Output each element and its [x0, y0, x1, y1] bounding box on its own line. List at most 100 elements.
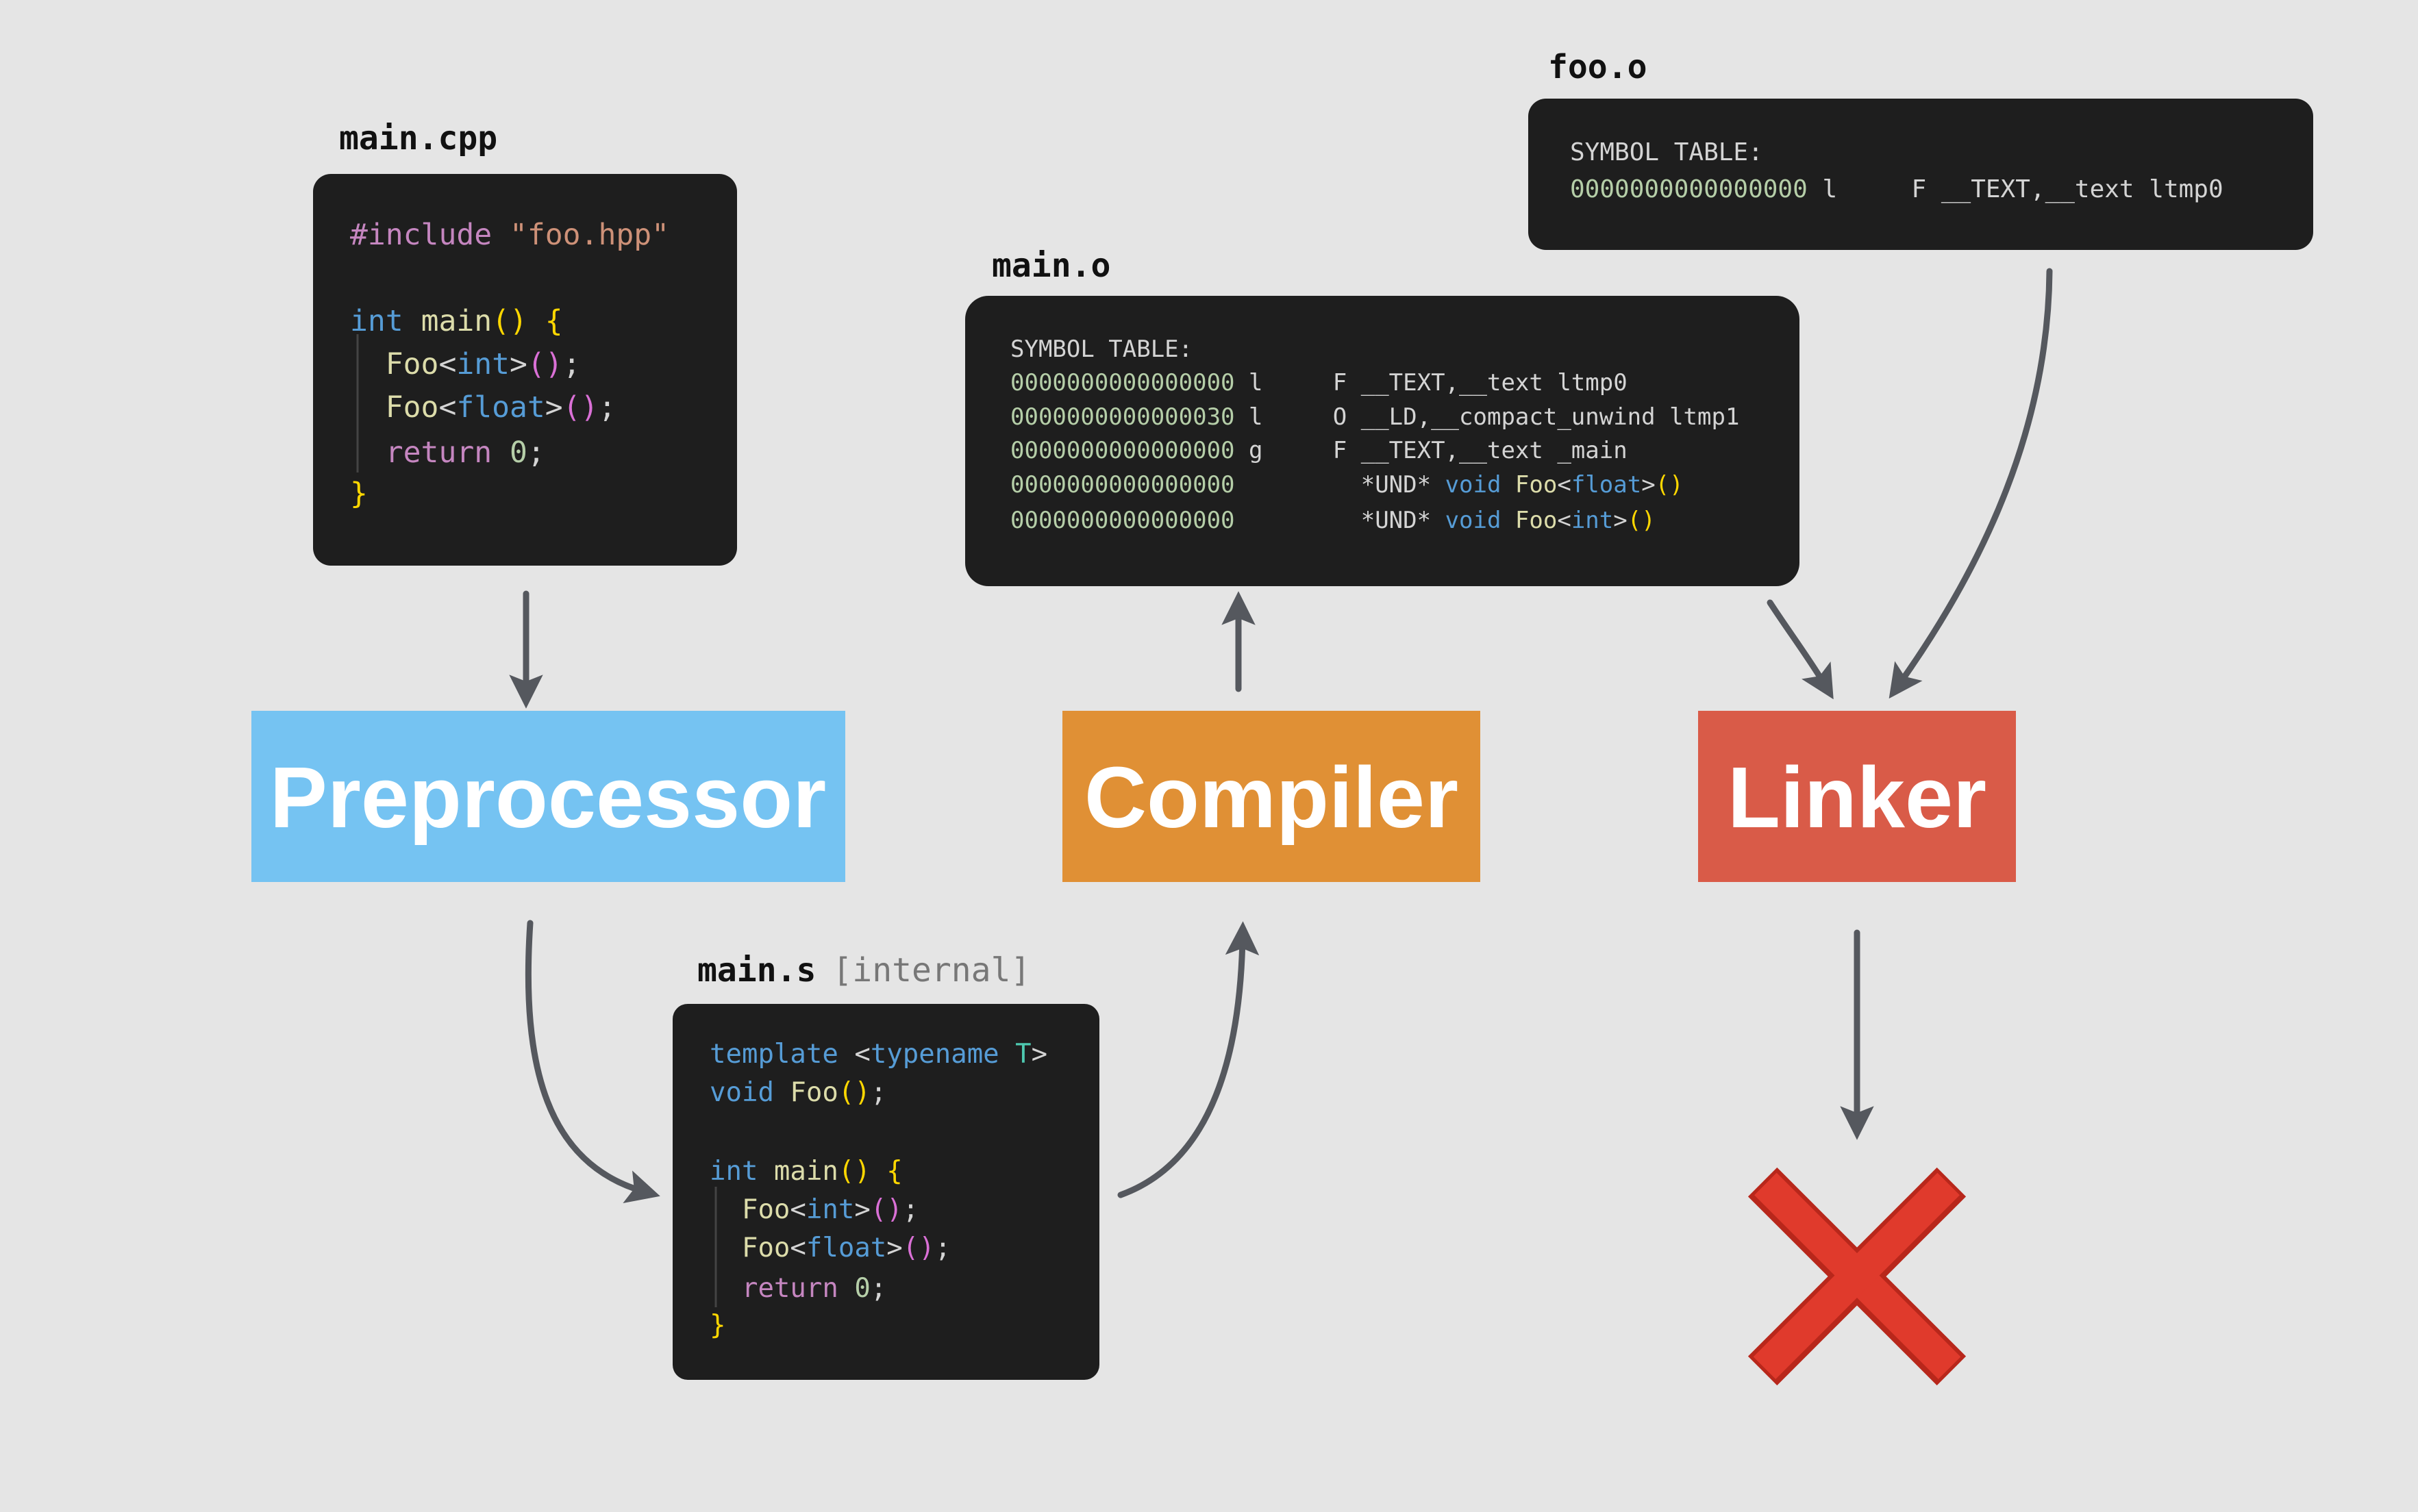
- code-token: (): [1628, 507, 1656, 534]
- code-line: }: [710, 1310, 725, 1341]
- code-token: >: [545, 390, 563, 425]
- linker-label: Linker: [1728, 749, 1986, 846]
- code-token: void: [1445, 471, 1515, 499]
- code-token: ;: [598, 390, 616, 425]
- code-token: <: [790, 1233, 806, 1263]
- code-token: >: [1613, 507, 1627, 534]
- main-cpp-label: main.cpp: [339, 119, 497, 158]
- code-token: Foo: [790, 1077, 838, 1108]
- code-token: () {: [492, 304, 563, 338]
- cross-mark-icon: [1747, 1167, 1967, 1386]
- main-o-symbol-table: SYMBOL TABLE: 0000000000000000 l F __TEXT…: [1010, 336, 1739, 534]
- main-o-label: main.o: [992, 247, 1110, 285]
- code-token: main: [774, 1156, 838, 1187]
- main-s-internal-note: [internal]: [832, 951, 1030, 990]
- code-token: 0: [510, 436, 527, 470]
- code-token: >: [854, 1194, 870, 1225]
- code-token: >: [510, 347, 527, 381]
- code-line: return 0;: [350, 436, 545, 470]
- main-s-code: template <typename T>void Foo();int main…: [710, 1039, 1047, 1341]
- code-token: Foo: [710, 1194, 790, 1225]
- code-token: T: [1015, 1039, 1031, 1070]
- code-token: (): [527, 347, 563, 381]
- code-token: 0000000000000000: [1010, 437, 1235, 464]
- main-cpp-code-box: [313, 174, 737, 566]
- linker-box: [1698, 711, 2016, 882]
- code-line: 0000000000000000 *UND* void Foo<int>(): [1010, 507, 1656, 534]
- code-token: int: [710, 1156, 774, 1187]
- code-token: 0000000000000000: [1570, 175, 1808, 203]
- code-token: 0000000000000030: [1010, 403, 1235, 431]
- code-token: void: [710, 1077, 790, 1108]
- main-s-label: main.s: [697, 951, 816, 990]
- code-line: Foo<float>();: [350, 390, 616, 425]
- foo-o-label: foo.o: [1548, 48, 1647, 86]
- foo-o-symbol-table: SYMBOL TABLE: 0000000000000000 l F __TEXT…: [1570, 138, 2223, 203]
- code-token: Foo: [1515, 507, 1557, 534]
- code-line: 0000000000000000 l F __TEXT,__text ltmp0: [1570, 175, 2223, 203]
- code-token: int: [350, 304, 421, 338]
- code-token: int: [456, 347, 510, 381]
- foo-o-symbol-box: [1528, 99, 2313, 250]
- code-token: (): [1656, 471, 1684, 499]
- code-token: <: [438, 347, 456, 381]
- code-token: void: [1445, 507, 1515, 534]
- code-token: ;: [903, 1194, 919, 1225]
- code-line: 0000000000000030 l O __LD,__compact_unwi…: [1010, 403, 1739, 431]
- code-line: template <typename T>: [710, 1039, 1047, 1070]
- code-token: (): [563, 390, 599, 425]
- code-token: 0000000000000000: [1010, 471, 1235, 499]
- code-token: 0000000000000000: [1010, 507, 1235, 534]
- main-s-code-box: [673, 1004, 1099, 1380]
- code-line: return 0;: [710, 1273, 886, 1304]
- code-line: Foo<int>();: [350, 347, 581, 381]
- code-token: l F __TEXT,__text ltmp0: [1808, 175, 2223, 203]
- preprocessor-label: Preprocessor: [270, 749, 826, 846]
- code-token: SYMBOL TABLE:: [1010, 336, 1193, 363]
- code-token: g F __TEXT,__text _main: [1235, 437, 1628, 464]
- code-token: <: [438, 390, 456, 425]
- code-token: main: [421, 304, 493, 338]
- code-token: }: [710, 1310, 725, 1341]
- arrow-preprocessor-to-main-s: [525, 920, 660, 1203]
- code-line: }: [350, 477, 368, 511]
- code-token: <: [1557, 471, 1571, 499]
- code-token: Foo: [350, 390, 438, 425]
- code-token: ;: [871, 1273, 886, 1304]
- code-line: #include "foo.hpp": [350, 218, 669, 252]
- code-token: >: [1641, 471, 1655, 499]
- code-token: ;: [935, 1233, 951, 1263]
- code-token: typename: [871, 1039, 1015, 1070]
- code-line: Foo<int>();: [710, 1194, 919, 1225]
- code-token: >: [1032, 1039, 1047, 1070]
- code-token: return: [350, 436, 510, 470]
- code-token: <: [1557, 507, 1571, 534]
- code-token: float: [1571, 471, 1641, 499]
- main-cpp-code: #include "foo.hpp"int main() { Foo<int>(…: [350, 218, 669, 511]
- code-token: ;: [527, 436, 545, 470]
- code-line: SYMBOL TABLE:: [1570, 138, 1763, 166]
- code-token: int: [1571, 507, 1613, 534]
- code-token: ;: [871, 1077, 886, 1108]
- code-line: SYMBOL TABLE:: [1010, 336, 1193, 363]
- code-token: (): [871, 1194, 903, 1225]
- code-token: ;: [563, 347, 581, 381]
- code-line: 0000000000000000 l F __TEXT,__text ltmp0: [1010, 369, 1628, 396]
- code-token: Foo: [350, 347, 438, 381]
- code-token: float: [806, 1233, 886, 1263]
- preprocessor-box: [251, 711, 845, 882]
- code-token: #include: [350, 218, 510, 252]
- code-line: void Foo();: [710, 1077, 886, 1108]
- code-token: <: [854, 1039, 870, 1070]
- code-token: *UND*: [1235, 507, 1445, 534]
- code-line: 0000000000000000 g F __TEXT,__text _main: [1010, 437, 1628, 464]
- compiler-label: Compiler: [1084, 749, 1458, 846]
- code-token: Foo: [710, 1233, 790, 1263]
- code-token: float: [456, 390, 545, 425]
- code-token: Foo: [1515, 471, 1557, 499]
- code-token: () {: [838, 1156, 903, 1187]
- code-token: *UND*: [1235, 471, 1445, 499]
- code-token: l F __TEXT,__text ltmp0: [1235, 369, 1628, 396]
- code-line: int main() {: [350, 304, 563, 338]
- code-line: int main() {: [710, 1156, 903, 1187]
